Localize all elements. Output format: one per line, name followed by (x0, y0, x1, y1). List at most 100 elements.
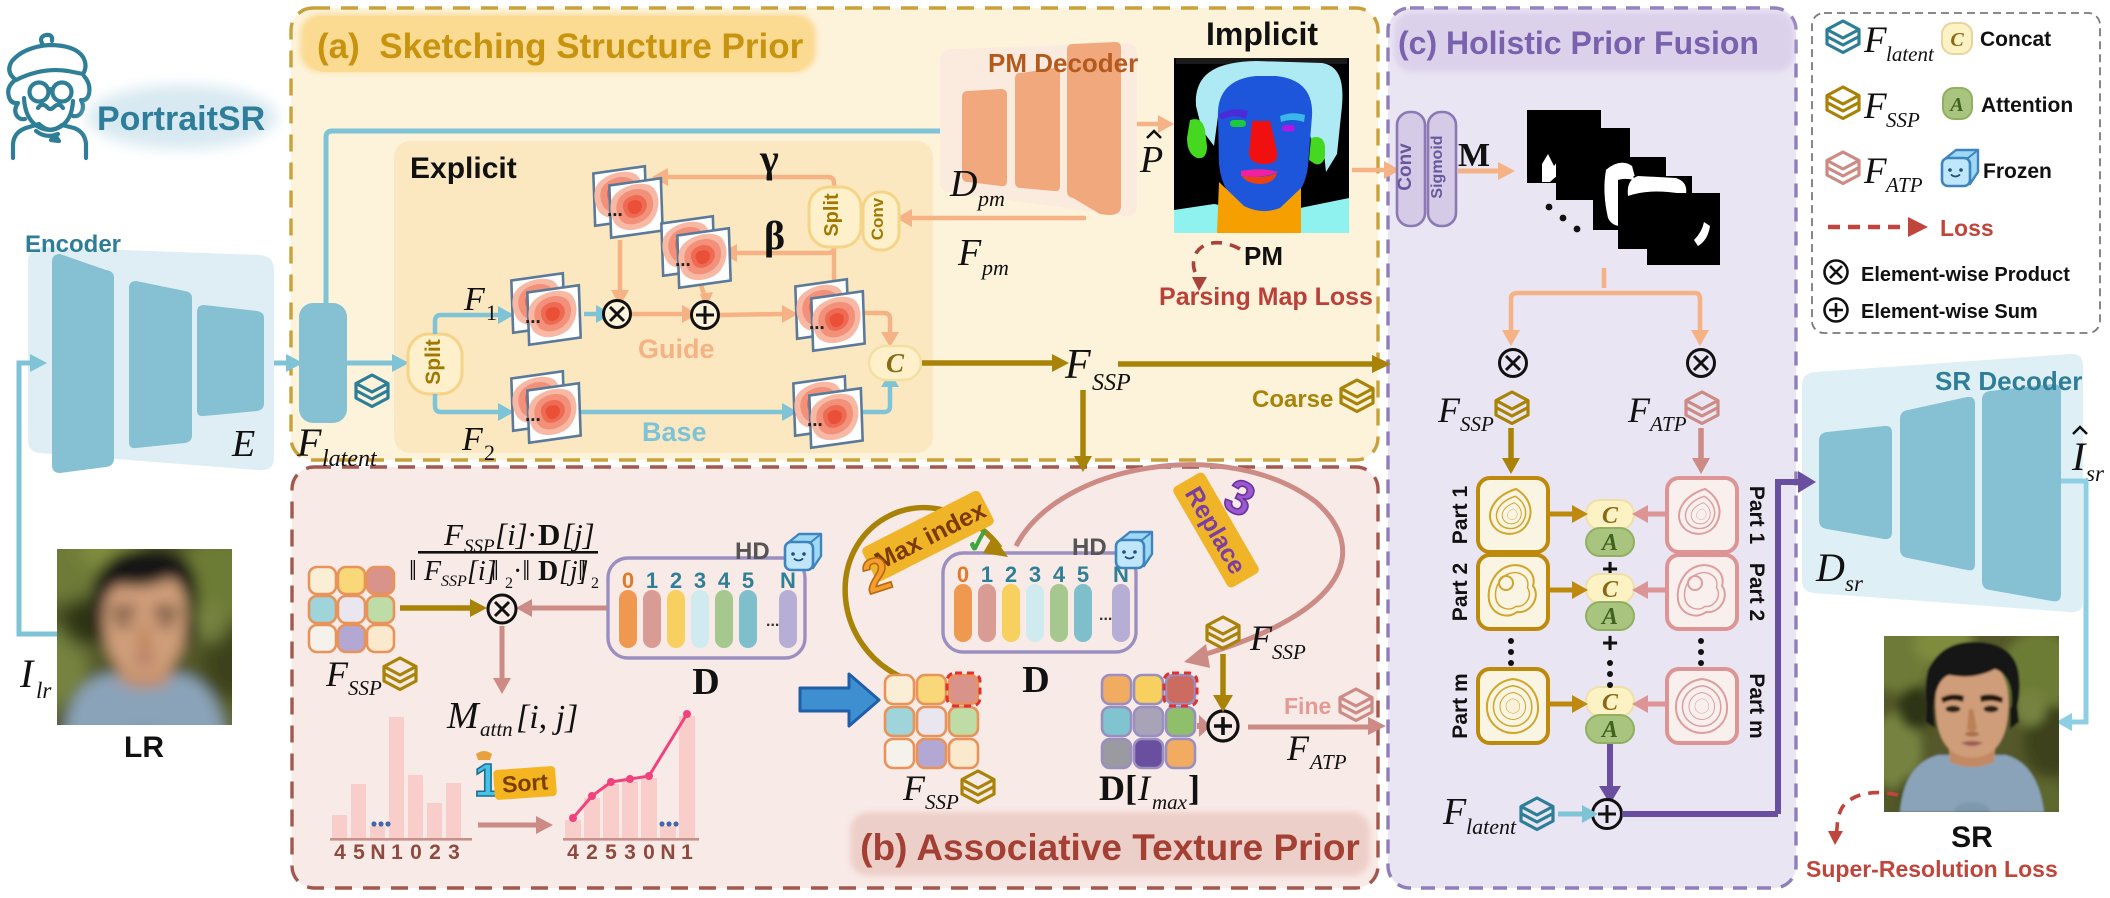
svg-text:Loss: Loss (1940, 215, 1994, 241)
svg-text:Encoder: Encoder (25, 231, 121, 258)
svg-text:Part 2: Part 2 (1745, 563, 1768, 621)
svg-text:F: F (1286, 728, 1310, 768)
svg-text:1: 1 (681, 841, 693, 864)
svg-text:2: 2 (670, 568, 682, 593)
svg-text:SSP: SSP (348, 676, 382, 700)
svg-text:C: C (1602, 503, 1619, 529)
svg-text:lr: lr (36, 678, 52, 703)
svg-text:SSP: SSP (464, 536, 495, 557)
svg-text:N: N (660, 841, 675, 864)
svg-text:Implicit: Implicit (1206, 16, 1318, 52)
svg-text:+: + (1602, 627, 1618, 658)
svg-text:2: 2 (505, 575, 513, 592)
svg-text:Base: Base (642, 417, 707, 447)
svg-text:Split: Split (422, 339, 445, 385)
svg-text:Part m: Part m (1449, 673, 1472, 738)
svg-text:C: C (1602, 577, 1619, 603)
svg-text:Split: Split (821, 193, 843, 237)
svg-text:SSP: SSP (1092, 370, 1131, 396)
svg-text:F: F (296, 420, 322, 465)
svg-text:E: E (231, 423, 255, 465)
svg-text:Coarse: Coarse (1252, 386, 1333, 413)
svg-text:1: 1 (646, 568, 658, 593)
svg-text:[i, j]: [i, j] (516, 699, 578, 736)
svg-text:Fine: Fine (1284, 693, 1331, 719)
svg-text:sr: sr (1845, 571, 1864, 596)
svg-text:F: F (461, 421, 484, 458)
svg-text:3: 3 (1029, 562, 1041, 587)
svg-text:4: 4 (567, 841, 579, 864)
svg-text:[j]: [j] (562, 517, 595, 552)
svg-text:F: F (1863, 86, 1887, 127)
svg-text:...: ... (766, 613, 779, 630)
svg-text:PM: PM (1244, 241, 1283, 271)
svg-text:F: F (463, 281, 486, 318)
svg-text:M: M (1458, 137, 1490, 174)
svg-text:latent: latent (1886, 42, 1935, 66)
svg-text:PortraitSR: PortraitSR (97, 100, 265, 138)
svg-text:3: 3 (448, 841, 460, 864)
svg-text:sr: sr (2086, 461, 2105, 486)
svg-text:A: A (1600, 717, 1618, 743)
svg-text:A: A (1948, 94, 1963, 116)
svg-text:Guide: Guide (638, 334, 715, 364)
svg-text:SSP: SSP (1272, 640, 1306, 664)
svg-text:Element-wise Product: Element-wise Product (1861, 264, 2070, 286)
svg-text:0: 0 (410, 841, 422, 864)
svg-text:SSP: SSP (441, 573, 467, 590)
svg-text:1: 1 (486, 300, 497, 325)
svg-text:✓: ✓ (963, 521, 997, 563)
svg-text:γ: γ (759, 136, 779, 181)
svg-text:A: A (1600, 604, 1618, 630)
svg-text:[i]: [i] (495, 517, 528, 552)
svg-text:F: F (1249, 618, 1273, 658)
svg-text:‖: ‖ (578, 556, 586, 587)
svg-text:Frozen: Frozen (1983, 160, 2052, 183)
svg-text:N: N (370, 841, 385, 864)
svg-text:Concat: Concat (1980, 28, 2051, 51)
svg-text:A: A (1600, 530, 1618, 556)
svg-text:(b) Associative Texture Prior: (b) Associative Texture Prior (860, 827, 1360, 868)
svg-text:D[: D[ (1099, 768, 1137, 808)
svg-text:Conv: Conv (868, 197, 887, 240)
svg-text:I: I (2071, 434, 2087, 479)
svg-text:...: ... (1099, 607, 1112, 624)
svg-text:P: P (1139, 139, 1163, 181)
svg-text:C: C (886, 348, 905, 378)
svg-text:Parsing Map Loss: Parsing Map Loss (1159, 283, 1373, 311)
svg-text:D: D (538, 556, 558, 587)
svg-text:·: · (527, 517, 537, 552)
svg-text:2: 2 (1005, 562, 1017, 587)
svg-text:(c) Holistic Prior Fusion: (c) Holistic Prior Fusion (1398, 25, 1759, 61)
svg-text:SSP: SSP (1460, 412, 1494, 436)
svg-text:ATP: ATP (1648, 412, 1687, 436)
svg-text:2: 2 (484, 440, 495, 465)
svg-text:latent: latent (1466, 814, 1517, 839)
svg-text:(a) Sketching Structure Prior: (a) Sketching Structure Prior (317, 27, 804, 66)
svg-text:N: N (780, 568, 796, 593)
svg-text:β: β (764, 213, 785, 258)
svg-text:0: 0 (622, 568, 634, 593)
svg-text:‖: ‖ (491, 556, 499, 587)
svg-text:pm: pm (980, 255, 1009, 280)
svg-text:I: I (19, 651, 35, 696)
svg-text:1: 1 (981, 562, 993, 587)
svg-text:M: M (446, 695, 481, 737)
svg-text:SR: SR (1951, 821, 1993, 854)
svg-text:·‖: ·‖ (513, 556, 530, 587)
svg-text:Part m: Part m (1745, 673, 1768, 738)
svg-text:SR Decoder: SR Decoder (1935, 366, 2082, 396)
svg-text:[j]: [j] (559, 556, 589, 587)
svg-text:2: 2 (591, 575, 599, 592)
svg-text:HD: HD (735, 538, 770, 565)
svg-text:2: 2 (429, 841, 441, 864)
svg-text:5: 5 (1077, 562, 1089, 587)
svg-text:C: C (1602, 690, 1619, 716)
svg-text:Attention: Attention (1981, 94, 2073, 117)
svg-text:ATP: ATP (1884, 173, 1923, 197)
svg-text:LR: LR (124, 731, 164, 764)
svg-text:F: F (1064, 342, 1091, 388)
svg-text:ATP: ATP (1308, 750, 1347, 774)
svg-text:4: 4 (334, 841, 346, 864)
svg-text:SSP: SSP (1886, 108, 1920, 132)
